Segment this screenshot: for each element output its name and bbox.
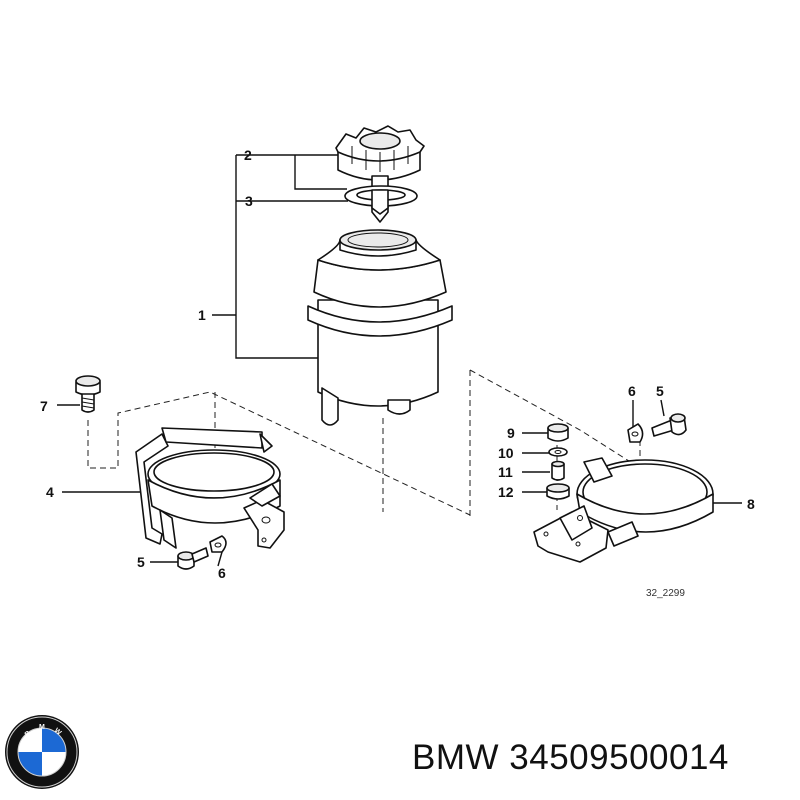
clamp-part-8: [533, 457, 714, 563]
rubber-mount-part-12: [546, 483, 570, 500]
sleeve-part-11: [551, 460, 565, 481]
callout-12: 12: [498, 484, 514, 500]
svg-text:B: B: [24, 730, 32, 739]
svg-text:W: W: [53, 727, 63, 737]
callout-4: 4: [46, 484, 54, 500]
callout-9: 9: [507, 425, 515, 441]
part-number: 34509500014: [509, 738, 729, 777]
bracket-part-4: [135, 427, 285, 549]
reservoir-cap: [335, 125, 425, 223]
bolt-part-7: [75, 375, 101, 413]
callout-6-right: 6: [628, 383, 636, 399]
bmw-logo: B M W: [5, 715, 79, 789]
callout-11: 11: [498, 464, 513, 480]
callout-1: 1: [198, 307, 206, 323]
callout-2: 2: [244, 147, 252, 163]
screw-part-5-right: [651, 413, 687, 437]
svg-text:M: M: [39, 724, 45, 731]
callout-3: 3: [245, 193, 253, 209]
callout-5-right: 5: [656, 383, 664, 399]
screw-part-5-left: [177, 547, 209, 570]
callout-5-left: 5: [137, 554, 145, 570]
washer-part-6-right: [627, 423, 644, 443]
leader-lines: [57, 154, 742, 567]
washer-part-10: [548, 447, 568, 457]
drawing-code: 32_2299: [646, 588, 685, 599]
callout-6-left: 6: [218, 565, 226, 581]
gasket-ring: [344, 185, 418, 215]
callout-8: 8: [747, 496, 755, 512]
nut-part-9: [547, 423, 569, 442]
reservoir-tank: [307, 229, 453, 426]
callout-7: 7: [40, 398, 48, 414]
brand-name: BMW: [412, 738, 500, 777]
washer-part-6-left: [209, 535, 227, 553]
callout-10: 10: [498, 445, 514, 461]
part-title: BMW 34509500014: [412, 738, 729, 778]
callout-labels: 2 3 1 7 4 5 6 6 5 9 10 11 12 8 32_2299: [40, 147, 755, 599]
